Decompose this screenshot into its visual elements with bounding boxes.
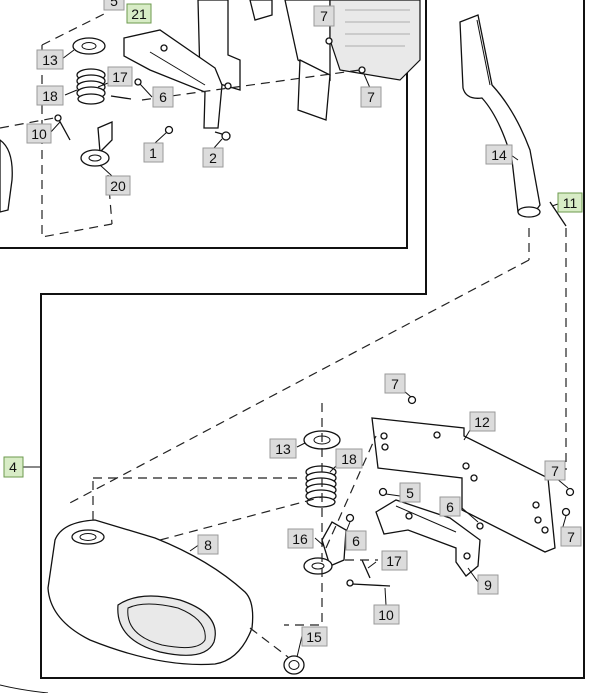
gasket-15 [283, 655, 305, 675]
svg-text:17: 17 [386, 553, 402, 569]
callout-1: 1 [143, 142, 164, 163]
callout-6-top: 6 [152, 86, 174, 108]
callout-20: 20 [105, 175, 131, 196]
lower-spring-18 [305, 465, 337, 508]
callout-7-right-a: 7 [544, 460, 566, 481]
svg-text:2: 2 [209, 150, 217, 166]
upper-dash-box [41, 45, 113, 238]
upper-pin-17 [110, 95, 132, 100]
callout-14: 14 [485, 144, 513, 165]
bolt-7-right-a [565, 487, 575, 497]
callout-9: 9 [477, 574, 499, 595]
svg-text:7: 7 [567, 529, 575, 545]
svg-text:15: 15 [306, 629, 322, 645]
callout-13-top: 13 [36, 49, 64, 70]
bracket-9 [375, 499, 481, 577]
svg-text:20: 20 [110, 178, 126, 194]
callout-4: 4 [3, 456, 24, 478]
callout-5-top: 5 [103, 0, 125, 11]
tube-arm-14 [459, 14, 541, 218]
svg-text:18: 18 [42, 88, 58, 104]
bottom-left-cable [0, 684, 49, 693]
upper-bolt-2 [214, 131, 231, 141]
svg-text:7: 7 [391, 376, 399, 392]
svg-text:4: 4 [9, 459, 17, 475]
svg-text:6: 6 [159, 89, 167, 105]
svg-text:10: 10 [378, 607, 394, 623]
svg-text:16: 16 [292, 531, 308, 547]
svg-text:1: 1 [149, 145, 157, 161]
fastener-6 [345, 513, 355, 523]
hook-bracket-16 [303, 521, 347, 575]
callout-2: 2 [202, 147, 224, 168]
upper-left-cutoff-part [0, 139, 13, 213]
svg-text:5: 5 [110, 0, 118, 9]
fastener-5 [378, 487, 388, 497]
upper-spring-18 [76, 68, 106, 105]
upper-bolt-7b [358, 66, 366, 74]
callout-17-bottom: 17 [381, 550, 408, 571]
lower-dash-box [284, 403, 323, 626]
callout-10-bottom: 10 [373, 604, 400, 625]
svg-text:9: 9 [484, 577, 492, 593]
upper-engine-panel [197, 0, 421, 121]
callout-6-bottom: 6 [345, 530, 367, 551]
upper-fastener-6 [134, 78, 142, 86]
svg-text:10: 10 [31, 126, 47, 142]
upper-nut-1 [164, 125, 174, 135]
callout-10-top: 10 [26, 123, 52, 144]
svg-text:13: 13 [42, 52, 58, 68]
upper-detail-frame [0, 0, 408, 249]
svg-text:5: 5 [406, 485, 414, 501]
callout-18-bottom: 18 [335, 448, 363, 469]
bolt-10 [346, 579, 391, 587]
upper-bolt-10 [54, 114, 71, 141]
callout-11: 11 [557, 192, 583, 213]
callout-15: 15 [301, 626, 328, 647]
callout-5-bottom: 5 [399, 482, 421, 503]
callout-8: 8 [197, 534, 219, 555]
leader-lines [23, 9, 569, 658]
svg-text:18: 18 [341, 451, 357, 467]
bolt-7-mid [407, 395, 417, 405]
svg-text:6: 6 [446, 499, 454, 515]
callout-21: 21 [126, 3, 152, 24]
upper-bushing-13 [72, 37, 106, 55]
svg-text:7: 7 [551, 463, 559, 479]
fastener-6-right [476, 522, 484, 530]
svg-text:14: 14 [491, 147, 507, 163]
svg-text:6: 6 [352, 533, 360, 549]
svg-text:7: 7 [367, 89, 375, 105]
callout-7-mid: 7 [384, 373, 406, 394]
callout-7-top-a: 7 [313, 5, 335, 27]
upper-mount-bracket [123, 29, 232, 129]
callout-13-bottom: 13 [269, 438, 297, 459]
svg-text:8: 8 [204, 537, 212, 553]
callout-7-top-b: 7 [360, 86, 382, 108]
svg-text:11: 11 [563, 195, 578, 211]
svg-text:21: 21 [131, 6, 147, 22]
upper-bolt-7a [325, 37, 333, 45]
callout-17-top: 17 [107, 66, 133, 87]
callout-6-right: 6 [439, 496, 461, 517]
pin-17 [361, 559, 371, 579]
lower-detail-frame [40, 0, 585, 679]
callout-7-right-b: 7 [560, 526, 582, 547]
svg-text:7: 7 [320, 8, 328, 24]
svg-text:17: 17 [112, 69, 128, 85]
callout-18-top: 18 [36, 85, 64, 106]
callout-12: 12 [469, 411, 496, 432]
bolt-7-right-b [561, 507, 571, 517]
mirror-housing-8 [47, 519, 254, 666]
svg-text:12: 12 [474, 414, 490, 430]
svg-text:13: 13 [275, 441, 291, 457]
callout-16: 16 [287, 528, 314, 549]
mount-plate-12 [371, 417, 556, 553]
upper-hook-bracket-20 [80, 121, 113, 167]
